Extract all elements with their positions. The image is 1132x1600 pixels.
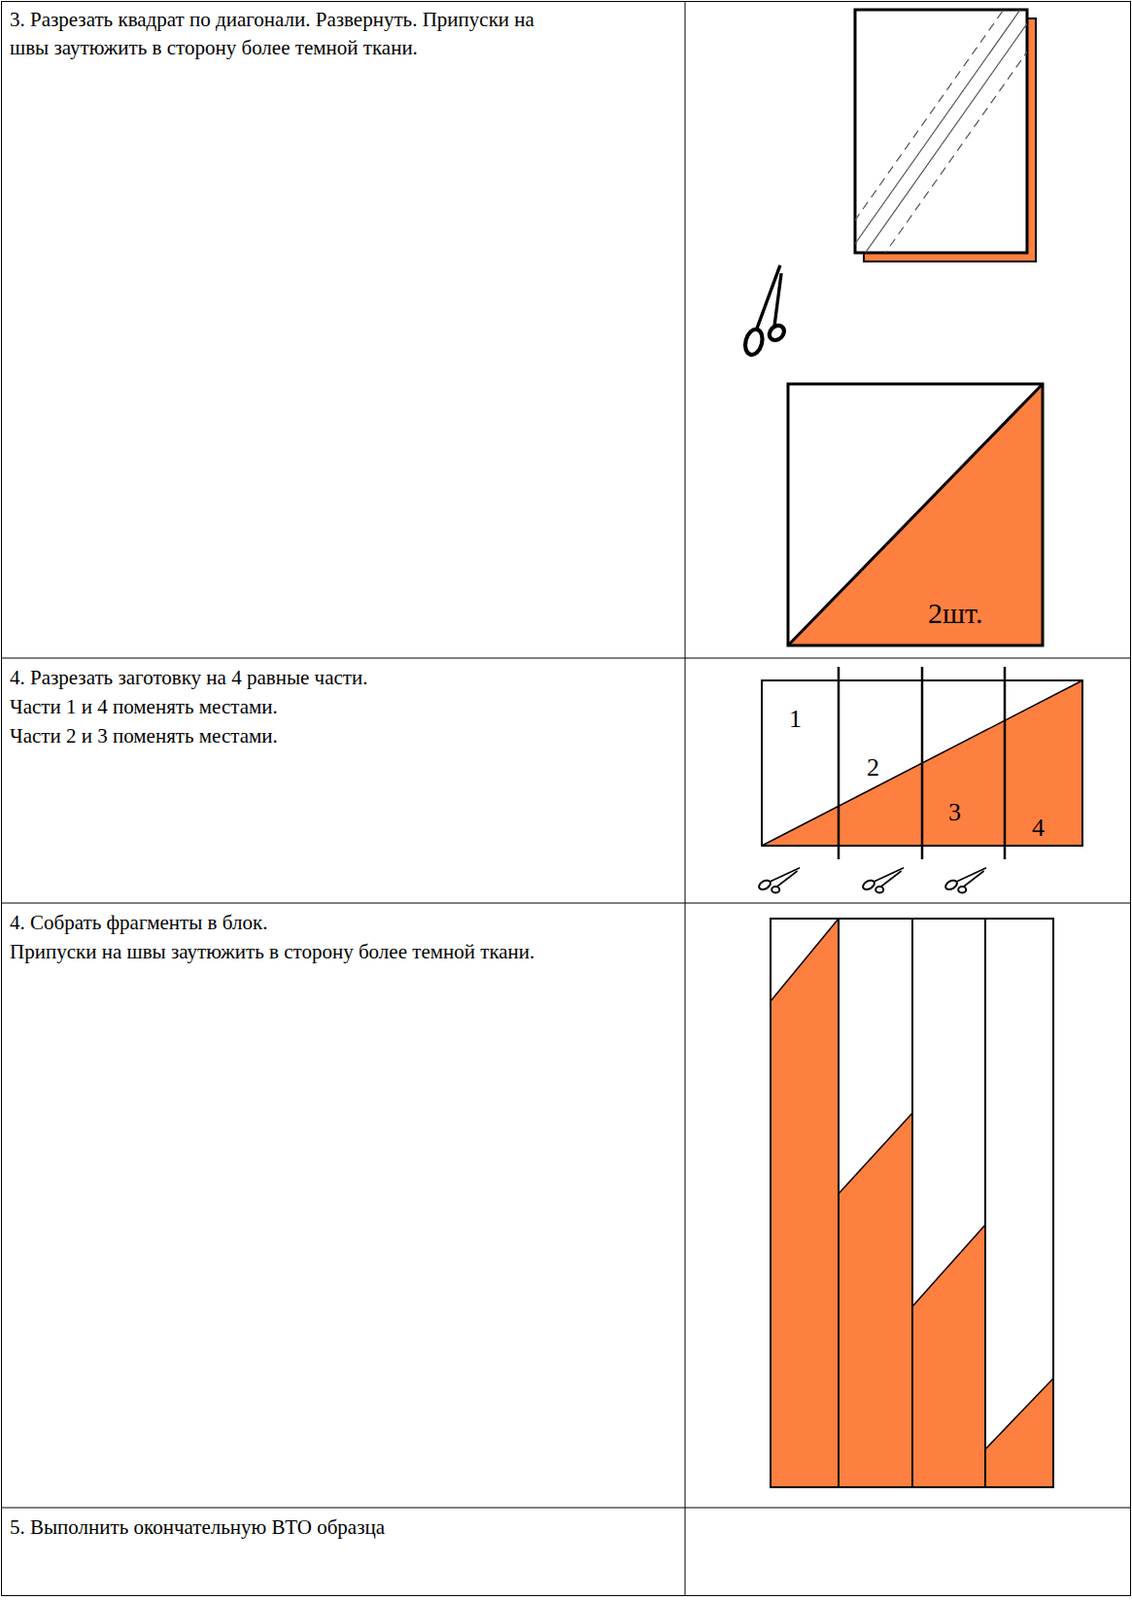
- callout-number: 4: [1031, 810, 1045, 846]
- stacked-squares: [837, 0, 1047, 282]
- half-square-triangle: [788, 383, 1043, 646]
- step-text: 4. Разрезать заготовку на 4 равные части…: [9, 663, 671, 692]
- count-label: 2шт.: [927, 592, 983, 634]
- assembled-block: [770, 918, 1054, 1487]
- step-text: 4. Собрать фрагменты в блок.: [9, 908, 671, 937]
- step-text: 3. Разрезать квадрат по диагонали. Разве…: [9, 5, 554, 63]
- cut-square: [756, 666, 1083, 892]
- callout-number: 1: [788, 701, 802, 737]
- callout-number: 2: [866, 750, 880, 786]
- step-text: Припуски на швы заутюжить в сторону боле…: [9, 937, 554, 966]
- step-text: 5. Выполнить окончательную ВТО образца: [9, 1512, 671, 1542]
- callout-number: 3: [948, 794, 961, 830]
- scissors: [718, 265, 818, 365]
- step-text: Части 2 и 3 поменять местами.: [9, 721, 671, 751]
- step-text: Части 1 и 4 поменять местами.: [9, 692, 671, 721]
